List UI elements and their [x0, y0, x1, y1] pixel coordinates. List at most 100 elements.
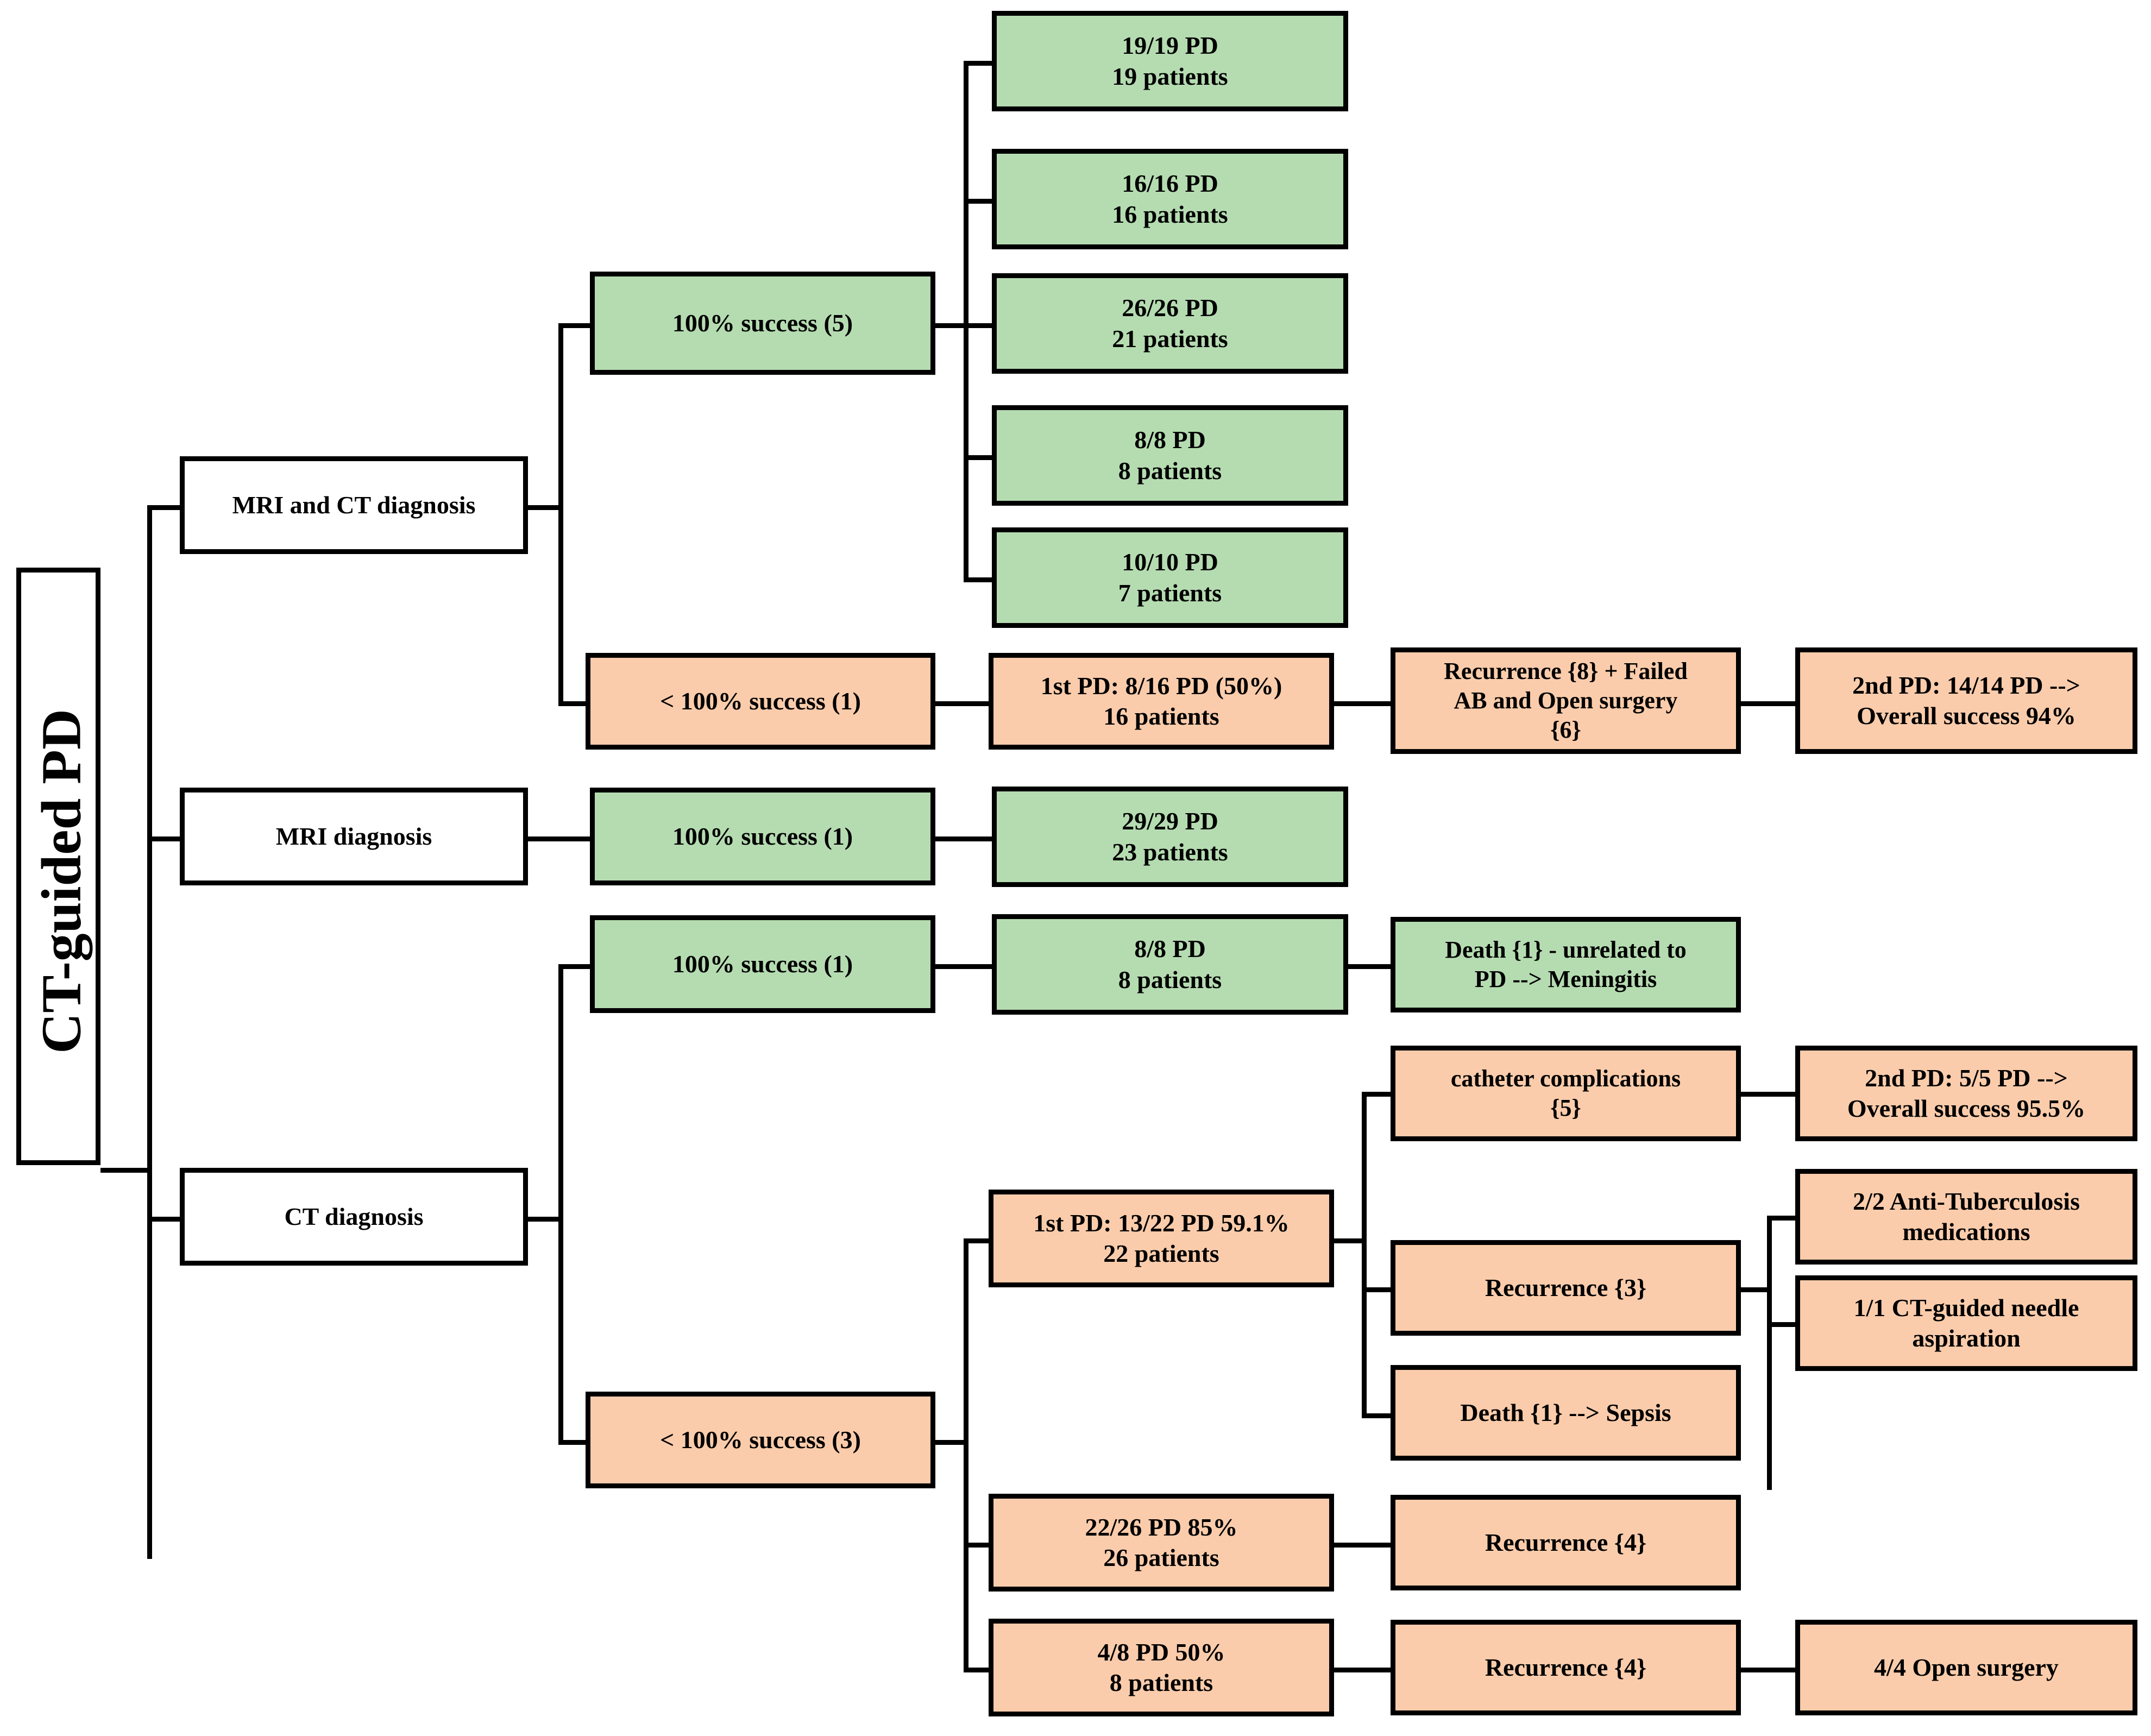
- branch-ct[interactable]: CT diagnosis: [180, 1168, 528, 1266]
- connector-study-3: [964, 323, 992, 328]
- ct-group-26-box[interactable]: 22/26 PD 85% 26 patients: [989, 1494, 1334, 1592]
- connector-full1-to-study: [935, 836, 992, 841]
- connector-to-partial1: [558, 701, 591, 706]
- connector-mrict-split: [558, 323, 563, 706]
- connector-groups-spine: [964, 1238, 968, 1670]
- connector-ct-split: [558, 964, 563, 1445]
- second-pd-line1: 2nd PD: 5/5 PD -->: [1865, 1064, 2068, 1092]
- study-patients: 19 patients: [1112, 62, 1228, 90]
- connector-recurrence3-out: [1738, 1287, 1771, 1292]
- second-pd-line2: Overall success 95.5%: [1847, 1095, 2086, 1122]
- root-node-label: CT-guided PD: [30, 709, 93, 1054]
- outcome-label: 100% success (1): [672, 822, 853, 850]
- study-patients: 8 patients: [1118, 456, 1222, 485]
- branch-label: MRI diagnosis: [275, 822, 432, 850]
- ct-group-22-box[interactable]: 1st PD: 13/22 PD 59.1% 22 patients: [989, 1190, 1334, 1287]
- study-box[interactable]: 10/10 PD 7 patients: [992, 527, 1348, 628]
- connector-trunk-mri: [147, 836, 180, 841]
- connector-full5-out: [935, 323, 968, 328]
- outcome-mri-ct-partial-success[interactable]: < 100% success (1): [586, 653, 935, 750]
- second-pd-line2: Overall success 94%: [1857, 702, 2076, 729]
- first-pd-box-mri-ct[interactable]: 1st PD: 8/16 PD (50%) 16 patients: [989, 653, 1334, 750]
- connector-group22-out: [1334, 1238, 1366, 1243]
- recurrence-3-box[interactable]: Recurrence {3}: [1391, 1240, 1741, 1336]
- branch-mri-and-ct[interactable]: MRI and CT diagnosis: [180, 456, 528, 554]
- connector-trunk: [147, 505, 152, 1559]
- study-box[interactable]: 26/26 PD 21 patients: [992, 273, 1348, 374]
- outcome-ct-full-success[interactable]: 100% success (1): [590, 915, 935, 1013]
- second-pd-5-box[interactable]: 2nd PD: 5/5 PD --> Overall success 95.5%: [1795, 1046, 2137, 1141]
- outcome-ct-partial-success[interactable]: < 100% success (3): [586, 1392, 935, 1488]
- study-box[interactable]: 19/19 PD 19 patients: [992, 11, 1348, 111]
- open-surgery-line1: 4/4 Open surgery: [1874, 1653, 2059, 1681]
- connector-group8-to-recurrence4: [1334, 1668, 1394, 1672]
- connector-group-26: [964, 1543, 992, 1548]
- recurrence-4-box-b[interactable]: Recurrence {4}: [1391, 1620, 1741, 1715]
- first-pd-line1: 1st PD: 8/16 PD (50%): [1040, 671, 1282, 700]
- root-node[interactable]: CT-guided PD: [16, 568, 100, 1165]
- outcome-mri-full-success[interactable]: 100% success (1): [590, 788, 935, 885]
- recurrence-failed-ab-box[interactable]: Recurrence {8} + Failed AB and Open surg…: [1391, 647, 1741, 754]
- connector-to-anti-tb: [1767, 1216, 1800, 1221]
- connector-ctfull-to-study: [935, 964, 992, 969]
- catheter-line2: {5}: [1550, 1095, 1581, 1121]
- study-pd: 8/8 PD: [1134, 935, 1206, 963]
- needle-aspiration-box[interactable]: 1/1 CT-guided needle aspiration: [1795, 1275, 2137, 1371]
- connector-to-full5: [558, 323, 591, 328]
- connector-firstpd-to-recurrence8: [1334, 701, 1394, 706]
- anti-tuberculosis-box[interactable]: 2/2 Anti-Tuberculosis medications: [1795, 1169, 2137, 1265]
- study-patients: 23 patients: [1112, 838, 1228, 866]
- connector-trunk-ct: [147, 1217, 180, 1222]
- connector-to-needle: [1767, 1322, 1800, 1327]
- study-pd: 10/10 PD: [1122, 548, 1218, 576]
- connector-recurrence3-spine: [1767, 1216, 1772, 1490]
- group-line2: 22 patients: [1103, 1240, 1219, 1267]
- group-line1: 1st PD: 13/22 PD 59.1%: [1033, 1209, 1290, 1237]
- outcome-mri-ct-full-success[interactable]: 100% success (5): [590, 272, 935, 375]
- study-patients: 16 patients: [1112, 200, 1228, 228]
- connector-studies-spine: [964, 61, 968, 582]
- study-box[interactable]: 16/16 PD 16 patients: [992, 149, 1348, 249]
- group-line1: 4/8 PD 50%: [1097, 1638, 1225, 1666]
- outcome-label: < 100% success (1): [660, 687, 861, 715]
- connector-mri-to-full1: [528, 836, 590, 841]
- study-box-mri[interactable]: 29/29 PD 23 patients: [992, 787, 1348, 887]
- recurrence-line1: Recurrence {4}: [1485, 1653, 1647, 1681]
- study-box-ct[interactable]: 8/8 PD 8 patients: [992, 914, 1348, 1015]
- connector-partial1-to-firstpd: [935, 701, 992, 706]
- connector-ct-to-full1: [558, 964, 591, 969]
- connector-ct-to-partial3: [558, 1440, 591, 1445]
- connector-study-2: [964, 199, 992, 204]
- first-pd-line2: 16 patients: [1103, 702, 1219, 730]
- anti-tb-line2: medications: [1902, 1218, 2030, 1246]
- study-patients: 8 patients: [1118, 965, 1222, 993]
- catheter-complications-box[interactable]: catheter complications {5}: [1391, 1046, 1741, 1141]
- second-pd-line1: 2nd PD: 14/14 PD -->: [1852, 671, 2080, 699]
- connector-mrict-out: [528, 505, 563, 510]
- connector-trunk-mrict: [147, 505, 180, 510]
- death-sepsis-box[interactable]: Death {1} --> Sepsis: [1391, 1365, 1741, 1461]
- study-pd: 19/19 PD: [1122, 32, 1218, 60]
- needle-line2: aspiration: [1912, 1324, 2021, 1352]
- recurrence-4-box-a[interactable]: Recurrence {4}: [1391, 1495, 1741, 1590]
- group-line2: 26 patients: [1103, 1544, 1219, 1571]
- branch-mri[interactable]: MRI diagnosis: [180, 788, 528, 885]
- connector-to-catheter: [1362, 1092, 1394, 1097]
- branch-label: CT diagnosis: [284, 1202, 424, 1230]
- complication-line1: Recurrence {8} + Failed: [1444, 658, 1688, 685]
- ct-group-8-box[interactable]: 4/8 PD 50% 8 patients: [989, 1619, 1334, 1716]
- outcome-label: 100% success (5): [672, 309, 853, 337]
- connector-recurrence4-to-opensurgery: [1738, 1668, 1799, 1672]
- connector-group26-to-recurrence4: [1334, 1543, 1394, 1548]
- open-surgery-box[interactable]: 4/4 Open surgery: [1795, 1620, 2137, 1715]
- death-meningitis-box[interactable]: Death {1} - unrelated to PD --> Meningit…: [1391, 917, 1741, 1012]
- anti-tb-line1: 2/2 Anti-Tuberculosis: [1853, 1187, 2080, 1215]
- second-pd-box-mri-ct[interactable]: 2nd PD: 14/14 PD --> Overall success 94%: [1795, 647, 2137, 754]
- recurrence-line1: Recurrence {4}: [1485, 1528, 1647, 1556]
- connector-study-4: [964, 455, 992, 460]
- study-box[interactable]: 8/8 PD 8 patients: [992, 405, 1348, 506]
- group-line1: 22/26 PD 85%: [1085, 1513, 1238, 1541]
- complication-line2: AB and Open surgery: [1454, 687, 1678, 714]
- connector-to-recurrence3: [1362, 1287, 1394, 1292]
- study-pd: 16/16 PD: [1122, 169, 1218, 198]
